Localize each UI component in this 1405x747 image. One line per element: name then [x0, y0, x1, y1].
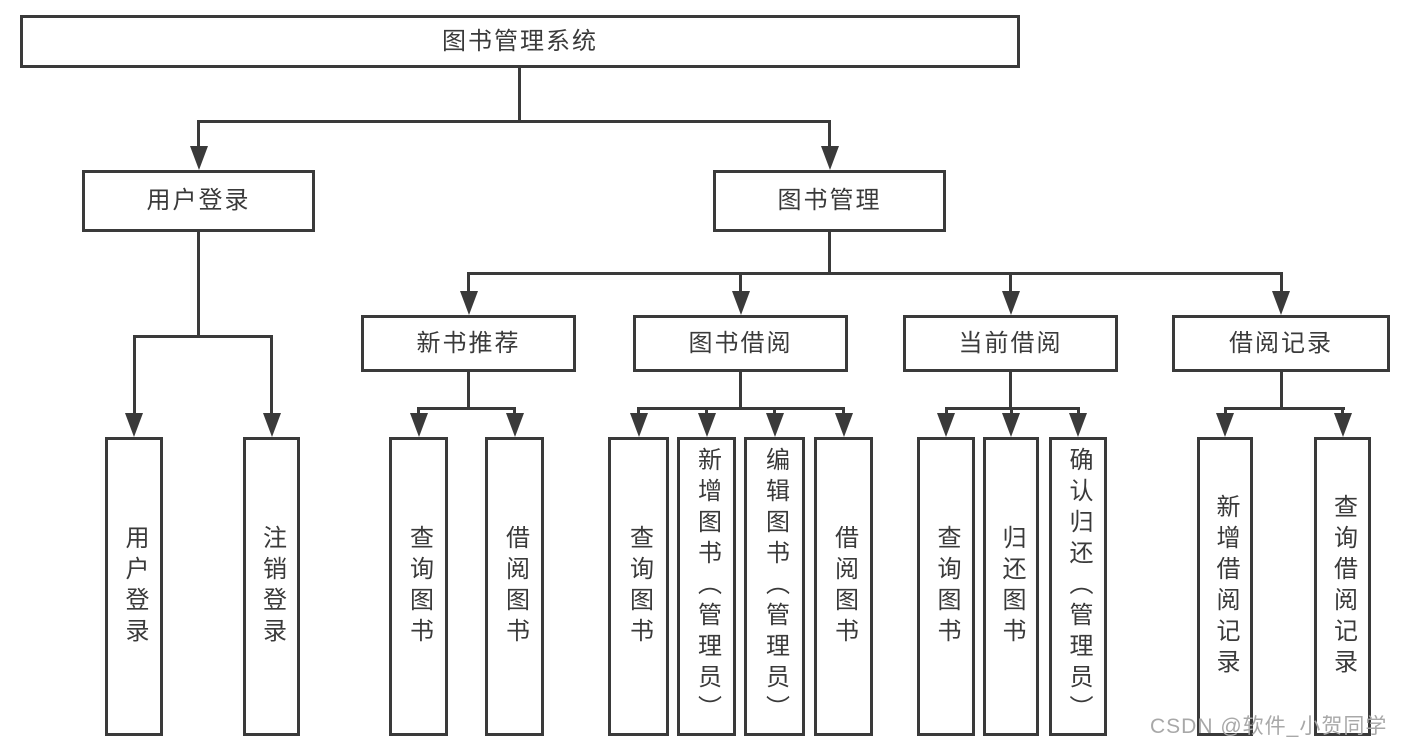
connector-g1-stem: [467, 371, 470, 410]
connector-login-bar: [133, 335, 273, 338]
connector-login-stem: [197, 231, 200, 337]
arrowhead-leaf-logout: [263, 413, 281, 437]
node-root: 图书管理系统: [20, 15, 1020, 68]
connector-g4-drop-2: [1341, 407, 1344, 417]
connector-g3-stem: [1009, 371, 1012, 410]
connector-g4-stem: [1280, 371, 1283, 410]
connector-g4-drop-1: [1224, 407, 1227, 417]
leaf-query-books-1: 查询图书: [389, 437, 448, 736]
connector-g3-drop-3: [1077, 407, 1080, 417]
leaf-add-borrow-record: 新增借阅记录: [1197, 437, 1253, 736]
connector-root-left-drop: [197, 120, 200, 150]
arrowhead-g2-leaf-3: [766, 413, 784, 437]
leaf-query-books-3: 查询图书: [917, 437, 975, 736]
arrowhead-user-login: [190, 146, 208, 170]
arrowhead-g2-leaf-2: [698, 413, 716, 437]
connector-root-stem: [518, 66, 521, 123]
leaf-query-books-2: 查询图书: [608, 437, 669, 736]
arrowhead-g2-leaf-4: [835, 413, 853, 437]
arrowhead-leaf-user-login: [125, 413, 143, 437]
connector-g1-drop-2: [513, 407, 516, 417]
arrowhead-g3-leaf-1: [937, 413, 955, 437]
connector-g3-drop-2: [1010, 407, 1013, 417]
connector-mgmt-drop-1: [467, 272, 470, 294]
arrowhead-book-mgmt: [821, 146, 839, 170]
node-current-borrow: 当前借阅: [903, 315, 1118, 372]
connector-g2-drop-2: [705, 407, 708, 417]
connector-login-drop-1: [133, 335, 136, 415]
connector-mgmt-drop-3: [1009, 272, 1012, 294]
arrowhead-module-4: [1272, 291, 1290, 315]
csdn-watermark: CSDN @软件_小贺同学: [1150, 715, 1388, 738]
node-user-login: 用户登录: [82, 170, 315, 232]
arrowhead-g1-leaf-2: [506, 413, 524, 437]
leaf-borrow-books-1: 借阅图书: [485, 437, 544, 736]
connector-mgmt-drop-2: [739, 272, 742, 294]
connector-g1-bar: [417, 407, 516, 410]
leaf-add-book-admin: 新增图书（管理员）: [677, 437, 736, 736]
arrowhead-g3-leaf-3: [1069, 413, 1087, 437]
arrowhead-g2-leaf-1: [630, 413, 648, 437]
node-new-book-recommend: 新书推荐: [361, 315, 576, 372]
leaf-confirm-return-admin: 确认归还（管理员）: [1049, 437, 1107, 736]
connector-g1-drop-1: [417, 407, 420, 417]
node-borrow-records: 借阅记录: [1172, 315, 1390, 372]
leaf-edit-book-admin: 编辑图书（管理员）: [744, 437, 805, 736]
leaf-user-login: 用户登录: [105, 437, 163, 736]
connector-g2-drop-1: [637, 407, 640, 417]
arrowhead-module-2: [732, 291, 750, 315]
connector-root-right-drop: [828, 120, 831, 150]
leaf-borrow-books-2: 借阅图书: [814, 437, 873, 736]
connector-g3-drop-1: [945, 407, 948, 417]
arrowhead-module-1: [460, 291, 478, 315]
connector-root-bar: [197, 120, 831, 123]
node-book-borrow: 图书借阅: [633, 315, 848, 372]
leaf-query-borrow-record: 查询借阅记录: [1314, 437, 1371, 736]
connector-login-drop-2: [270, 335, 273, 415]
leaf-return-book: 归还图书: [983, 437, 1039, 736]
connector-mgmt-stem: [828, 231, 831, 275]
connector-mgmt-drop-4: [1280, 272, 1283, 294]
connector-g2-drop-4: [842, 407, 845, 417]
arrowhead-module-3: [1002, 291, 1020, 315]
connector-g2-drop-3: [773, 407, 776, 417]
leaf-logout: 注销登录: [243, 437, 300, 736]
connector-g2-bar: [637, 407, 845, 410]
arrowhead-g1-leaf-1: [410, 413, 428, 437]
arrowhead-g4-leaf-2: [1334, 413, 1352, 437]
arrowhead-g4-leaf-1: [1216, 413, 1234, 437]
connector-g2-stem: [739, 371, 742, 410]
connector-g4-bar: [1224, 407, 1345, 410]
arrowhead-g3-leaf-2: [1002, 413, 1020, 437]
connector-mgmt-bar: [467, 272, 1282, 275]
node-book-mgmt: 图书管理: [713, 170, 946, 232]
